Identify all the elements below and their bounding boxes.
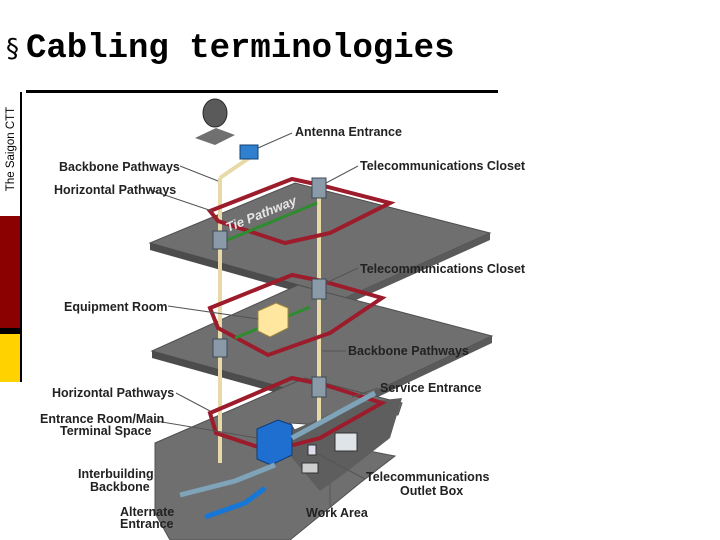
- horizontal-pathway-mid: [207, 272, 387, 358]
- label-entrance-room-line2: Terminal Space: [60, 424, 152, 438]
- label-backbone-pathways-mid: Backbone Pathways: [348, 344, 469, 358]
- sidebar-white-block: [0, 92, 20, 216]
- label-service-entrance: Service Entrance: [380, 381, 481, 395]
- label-equipment-room: Equipment Room: [64, 300, 167, 314]
- sidebar-red-block: [0, 216, 20, 328]
- title-bullet-icon: §: [6, 34, 19, 64]
- entrance-room-box: [256, 419, 293, 466]
- tie-pathway-line: [224, 201, 318, 243]
- label-telecom-closet-top: Telecommunications Closet: [360, 159, 526, 173]
- sidebar-rule: [20, 92, 22, 382]
- closet-bottom-right: [311, 376, 327, 398]
- label-entrance-room-line1: Entrance Room/Main: [40, 412, 164, 426]
- label-antenna-entrance: Antenna Entrance: [295, 125, 402, 139]
- work-area-phone: [301, 462, 319, 474]
- label-backbone-pathways-top: Backbone Pathways: [59, 160, 180, 174]
- sidebar-black-divider: [0, 328, 20, 334]
- sidebar-yellow-block: [0, 334, 20, 382]
- alternate-entrance-conduit: [204, 486, 267, 520]
- antenna-backbone: [218, 154, 254, 180]
- antenna-base: [195, 128, 235, 145]
- horizontal-pathway-top: [206, 176, 396, 246]
- horizontal-pathway-bottom: [207, 375, 387, 454]
- interbuilding-backbone-conduit: [179, 462, 276, 498]
- top-floor-edge-right: [345, 233, 490, 305]
- label-telecom-closet-mid: Telecommunications Closet: [360, 262, 526, 276]
- sidebar-vertical-text: The Saigon CTT: [5, 106, 17, 192]
- work-area-monitor: [334, 432, 358, 452]
- closet-mid-right: [311, 278, 327, 300]
- equipment-room-box: [257, 302, 289, 338]
- cabling-diagram: Antenna Entrance Backbone Pathways Horiz…: [40, 98, 526, 540]
- closet-top-right: [311, 177, 327, 199]
- label-interbuilding-line1: Interbuilding: [78, 467, 154, 481]
- service-entrance-conduit: [290, 390, 377, 441]
- antenna-entrance-box: [239, 144, 259, 160]
- outlet-box: [307, 444, 317, 456]
- label-alternate-line1: Alternate: [120, 505, 174, 519]
- label-telecom-outlet-line2: Outlet Box: [400, 484, 463, 498]
- label-horizontal-pathways-bottom: Horizontal Pathways: [52, 386, 174, 400]
- middle-floor-edge-right: [346, 336, 492, 412]
- title-underline: [26, 90, 498, 93]
- slide-title: Cabling terminologies: [26, 30, 455, 68]
- label-telecom-outlet-line1: Telecommunications: [366, 470, 489, 484]
- label-alternate-line2: Entrance: [120, 517, 174, 531]
- label-interbuilding-line2: Backbone: [90, 480, 150, 494]
- label-horizontal-pathways-top: Horizontal Pathways: [54, 183, 176, 197]
- antenna-dish-icon: [202, 98, 228, 128]
- closet-mid-left: [212, 338, 228, 358]
- label-work-area: Work Area: [306, 506, 369, 520]
- closet-top-left: [212, 230, 228, 250]
